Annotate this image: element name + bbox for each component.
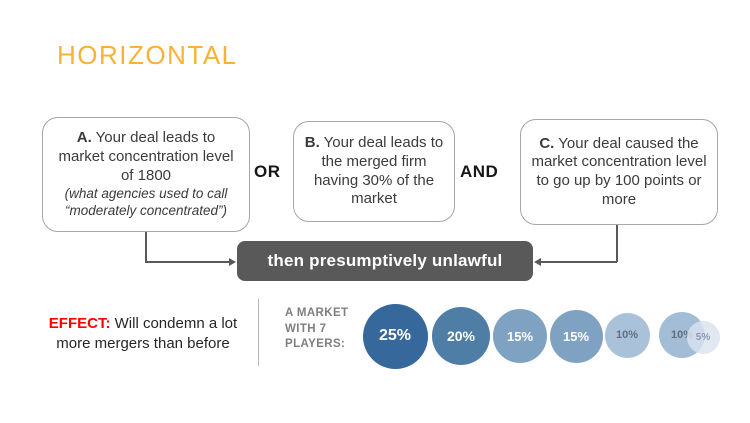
condition-box-a: A. Your deal leads to market concentrati…: [42, 117, 250, 232]
box-c-prefix: C.: [539, 134, 555, 152]
market-share-bubble-10a: 10%: [604, 312, 650, 358]
market-share-bubble-5: 5%: [686, 320, 720, 354]
box-c-text: C. Your deal caused the market concentra…: [531, 135, 707, 210]
result-box: then presumptively unlawful: [237, 241, 533, 281]
box-a-text: A. Your deal leads to market concentrati…: [53, 129, 239, 220]
connector-c-vertical: [616, 225, 618, 262]
market-share-bubble-20: 20%: [432, 307, 490, 365]
market-share-bubble-15b: 15%: [549, 309, 603, 363]
box-a-prefix: A.: [76, 129, 92, 146]
box-c-body: Your deal caused the market concentratio…: [531, 134, 707, 208]
connector-c-horizontal: [540, 261, 617, 263]
market-share-bubble-15a: 15%: [493, 309, 547, 363]
arrowhead-left-icon: [534, 258, 541, 266]
effect-label: EFFECT:: [48, 315, 111, 332]
effect-note: EFFECT: Will condemn a lot more mergers …: [38, 314, 248, 353]
market-label: A MARKET WITH 7 PLAYERS:: [285, 307, 349, 351]
operator-and: AND: [460, 162, 499, 181]
condition-box-c: C. Your deal caused the market concentra…: [520, 119, 718, 225]
operator-or: OR: [254, 162, 281, 181]
connector-a-vertical: [145, 232, 147, 262]
vertical-divider: [258, 299, 259, 366]
box-a-body: Your deal leads to market concentration …: [58, 129, 234, 184]
box-b-text: B. Your deal leads to the merged firm ha…: [304, 134, 444, 209]
connector-a-horizontal: [145, 261, 229, 263]
effect-text: Will condemn a lot more mergers than bef…: [56, 315, 238, 352]
market-share-bubble-25: 25%: [362, 303, 428, 369]
box-a-note: (what agencies used to call “moderately …: [64, 186, 228, 219]
arrowhead-right-icon: [229, 258, 236, 266]
box-b-body: Your deal leads to the merged firm havin…: [313, 134, 444, 208]
box-b-prefix: B.: [304, 134, 320, 151]
condition-box-b: B. Your deal leads to the merged firm ha…: [293, 121, 455, 222]
slide-title: HORIZONTAL: [57, 40, 238, 70]
